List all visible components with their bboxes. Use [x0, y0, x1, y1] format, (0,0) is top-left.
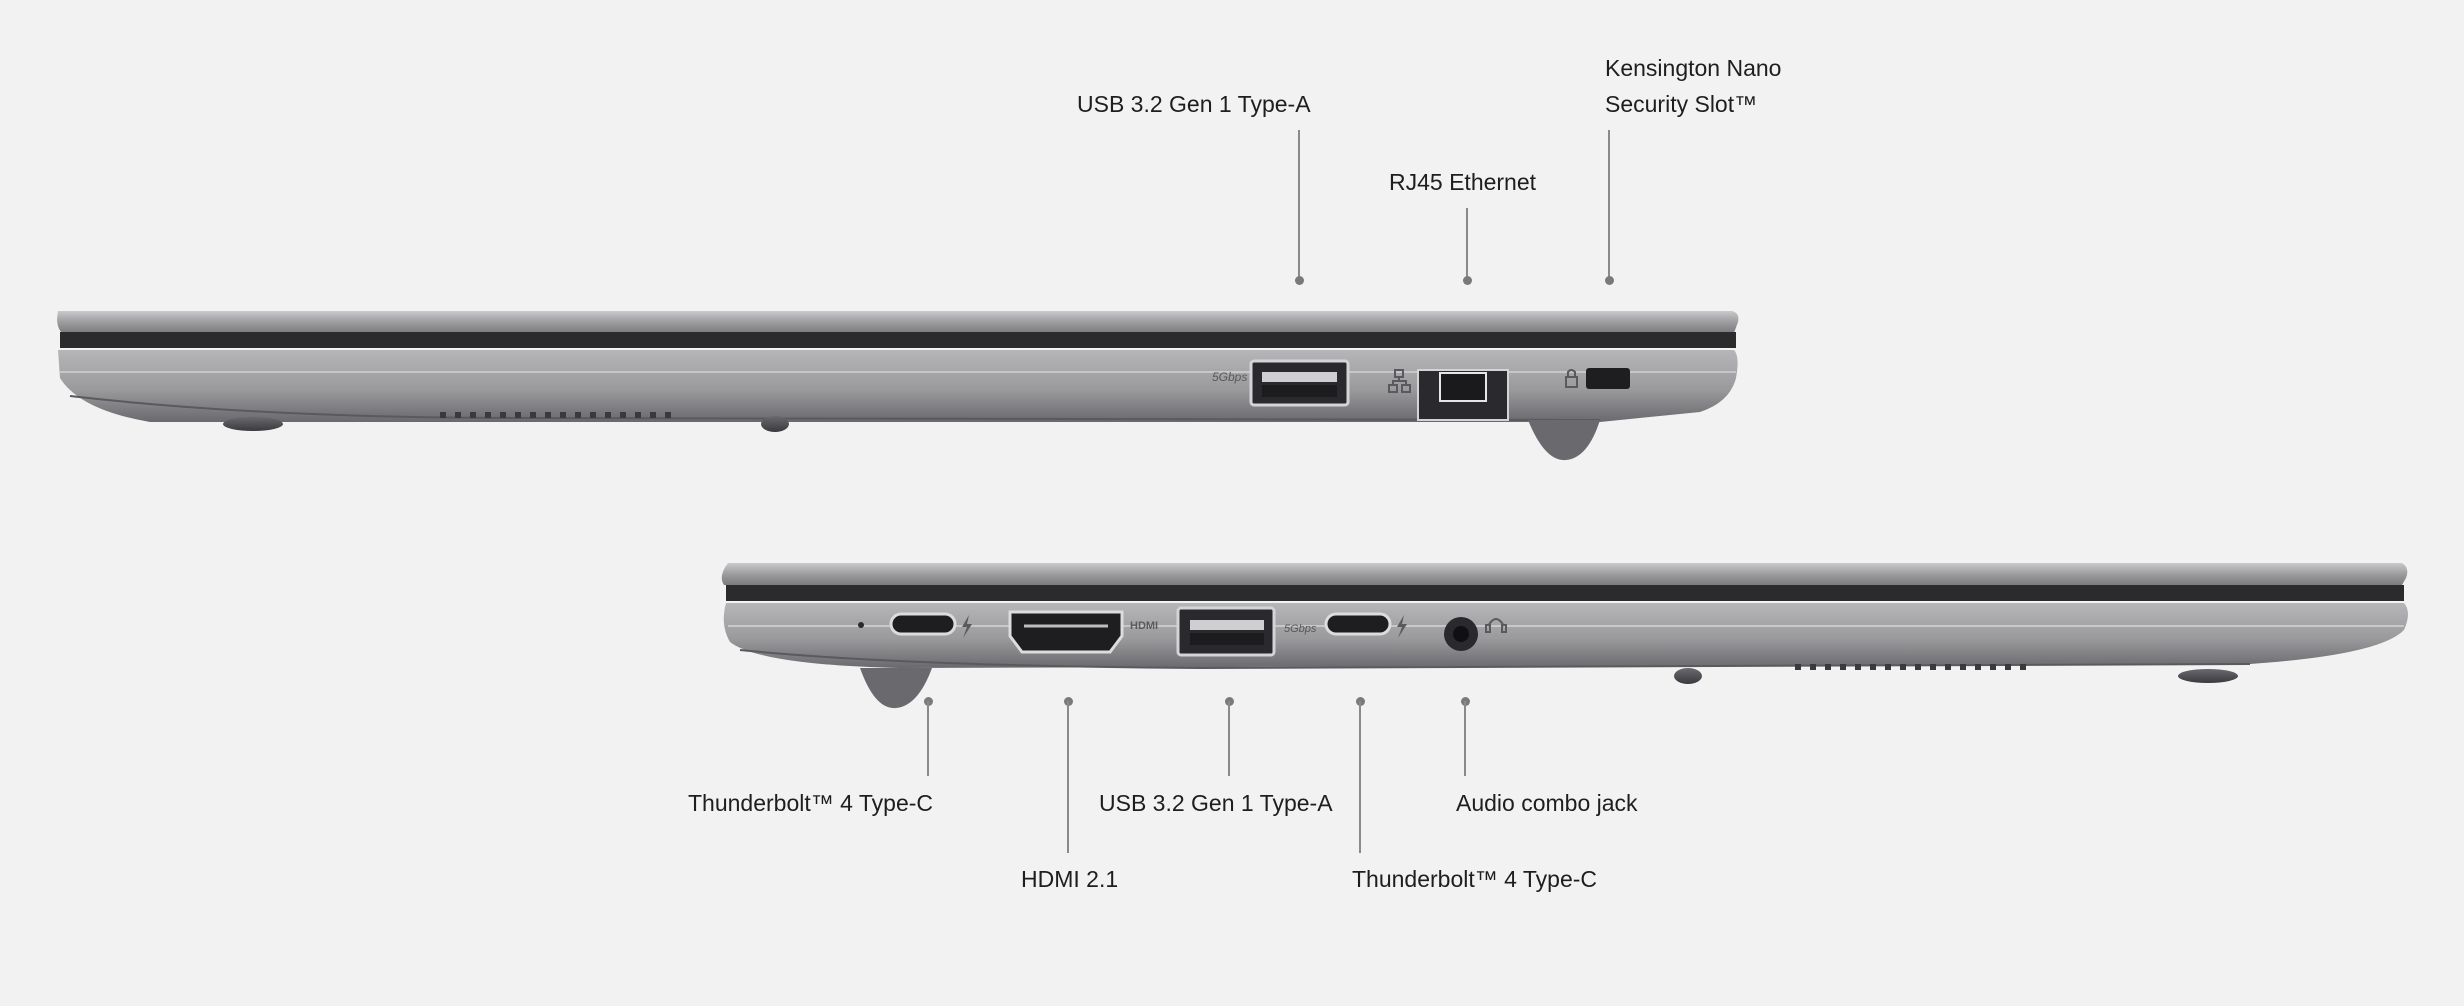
hinge-gap	[726, 585, 2404, 601]
usb-speed-mark: 5Gbps	[1284, 623, 1317, 635]
foot	[761, 416, 789, 432]
usb-c-port	[889, 612, 957, 636]
leader-line	[1466, 208, 1468, 280]
callout-hdmi: HDMI 2.1	[1021, 861, 1118, 897]
lock-icon	[1565, 369, 1578, 388]
kensington-slot	[1586, 368, 1630, 389]
hdmi-port	[1008, 610, 1124, 654]
usb-speed-mark: 5Gbps	[1212, 370, 1247, 384]
hinge-foot	[860, 668, 932, 709]
base-body	[723, 603, 2408, 668]
headset-icon	[1485, 618, 1507, 633]
leader-dot	[1463, 276, 1472, 285]
hdmi-mark: HDMI	[1130, 620, 1158, 632]
callout-kensington: Kensington Nano Security Slot™	[1605, 50, 1781, 122]
thunderbolt-icon	[1397, 615, 1407, 638]
callout-usb-a-top: USB 3.2 Gen 1 Type-A	[1077, 86, 1311, 122]
callout-text: Audio combo jack	[1456, 790, 1638, 816]
speaker-grille	[440, 412, 671, 418]
speaker-grille	[1795, 664, 2026, 670]
lid-edge	[721, 563, 2408, 585]
usb-a-port	[1249, 359, 1350, 407]
leader-line	[1298, 130, 1300, 280]
callout-rj45: RJ45 Ethernet	[1389, 164, 1536, 200]
leader-dot	[1295, 276, 1304, 285]
hinge-gap	[60, 332, 1736, 348]
leader-line	[1464, 701, 1466, 776]
callout-thunderbolt-2: Thunderbolt™ 4 Type-C	[1352, 861, 1597, 897]
foot	[2178, 669, 2238, 683]
leader-line	[1608, 130, 1610, 280]
callout-text: RJ45 Ethernet	[1389, 169, 1537, 195]
callout-audio-jack: Audio combo jack	[1456, 785, 1638, 821]
leader-line	[1067, 701, 1069, 853]
callout-usb-a-bottom: USB 3.2 Gen 1 Type-A	[1099, 785, 1333, 821]
callout-text: Thunderbolt™ 4 Type-C	[1352, 866, 1598, 892]
callout-text: Thunderbolt™ 4 Type-C	[688, 790, 934, 816]
leader-line	[927, 701, 929, 776]
foot	[1674, 668, 1702, 684]
network-icon	[1388, 369, 1411, 393]
callout-thunderbolt-1: Thunderbolt™ 4 Type-C	[688, 785, 933, 821]
leader-dot	[1605, 276, 1614, 285]
callout-text: USB 3.2 Gen 1 Type-A	[1099, 790, 1333, 816]
status-led	[858, 622, 864, 628]
callout-text-line-1: Kensington Nano	[1605, 55, 1782, 81]
callout-text-line-2: Security Slot™	[1605, 91, 1758, 117]
leader-line	[1359, 701, 1361, 853]
rj45-port	[1417, 369, 1509, 421]
usb-a-port	[1176, 606, 1276, 657]
thunderbolt-icon	[962, 615, 972, 638]
lid-edge	[57, 311, 1739, 333]
hinge-foot	[1528, 420, 1600, 461]
foot	[223, 417, 283, 431]
callout-text: USB 3.2 Gen 1 Type-A	[1077, 91, 1311, 117]
leader-line	[1228, 701, 1230, 776]
usb-c-port	[1324, 612, 1392, 636]
callout-text: HDMI 2.1	[1021, 866, 1119, 892]
